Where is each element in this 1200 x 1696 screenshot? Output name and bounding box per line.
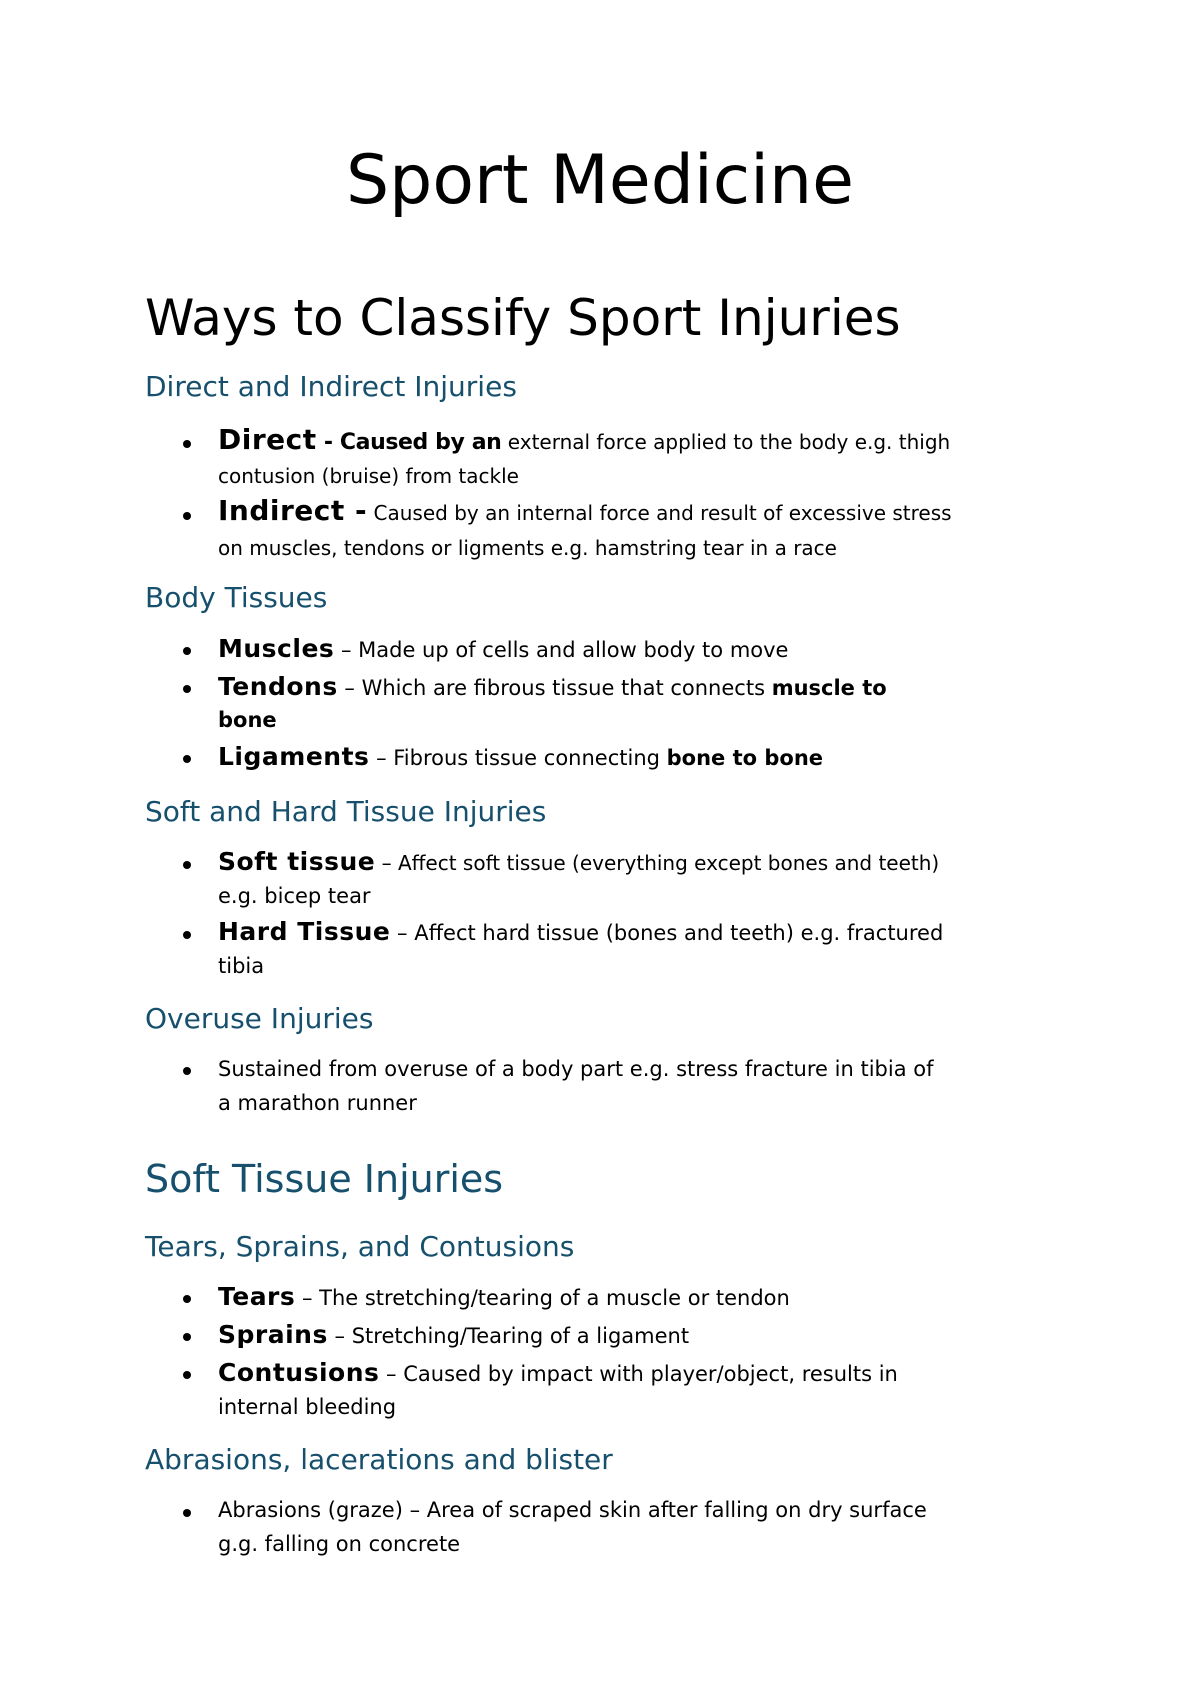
bullet-icon: [183, 755, 191, 763]
list-item-abrasions-cont: g.g. falling on concrete: [218, 1532, 461, 1556]
list-item-tendons: Tendons – Which are fibrous tissue that …: [218, 672, 887, 701]
item-label: Sprains: [218, 1320, 328, 1349]
bullet-icon: [183, 512, 191, 520]
bullet-icon: [183, 931, 191, 939]
list-item-ligaments: Ligaments – Fibrous tissue connecting bo…: [218, 742, 824, 771]
item-label: Muscles: [218, 634, 335, 663]
list-item-contusions-cont: internal bleeding: [218, 1395, 397, 1419]
item-label: Soft tissue: [218, 847, 376, 876]
item-label: Ligaments: [218, 742, 370, 771]
list-item-soft-tissue-cont: e.g. bicep tear: [218, 884, 371, 908]
bullet-icon: [183, 647, 191, 655]
item-label: Hard Tissue: [218, 917, 391, 946]
item-label: Direct: [218, 423, 317, 456]
bullet-icon: [183, 1067, 191, 1075]
bullet-icon: [183, 1295, 191, 1303]
list-item-overuse-cont: a marathon runner: [218, 1091, 417, 1115]
list-item-tendons-cont: bone: [218, 708, 277, 732]
document-title: Sport Medicine: [346, 141, 854, 220]
list-item-direct: Direct - Caused by an external force app…: [218, 423, 951, 456]
list-item-muscles: Muscles – Made up of cells and allow bod…: [218, 634, 789, 663]
bullet-icon: [183, 440, 191, 448]
list-item-contusions: Contusions – Caused by impact with playe…: [218, 1358, 898, 1387]
item-label: Tendons: [218, 672, 338, 701]
list-item-hard-tissue: Hard Tissue – Affect hard tissue (bones …: [218, 917, 944, 946]
subsection-heading-abrasions: Abrasions, lacerations and blister: [145, 1443, 613, 1476]
bullet-icon: [183, 685, 191, 693]
item-label: Indirect -: [218, 494, 368, 527]
bullet-icon: [183, 861, 191, 869]
list-item-indirect: Indirect - Caused by an internal force a…: [218, 494, 952, 527]
list-item-soft-tissue: Soft tissue – Affect soft tissue (everyt…: [218, 847, 940, 876]
item-label: Tears: [218, 1282, 296, 1311]
subsection-heading-tears-sprains: Tears, Sprains, and Contusions: [145, 1230, 575, 1263]
list-item-hard-tissue-cont: tibia: [218, 954, 265, 978]
list-item-overuse: Sustained from overuse of a body part e.…: [218, 1057, 934, 1081]
subsection-heading-soft-hard: Soft and Hard Tissue Injuries: [145, 795, 547, 828]
subsection-heading-overuse: Overuse Injuries: [145, 1002, 374, 1035]
subsection-heading-body-tissues: Body Tissues: [145, 581, 328, 614]
bullet-icon: [183, 1371, 191, 1379]
item-label: Contusions: [218, 1358, 380, 1387]
section-heading-soft-tissue-injuries: Soft Tissue Injuries: [145, 1157, 504, 1201]
list-item-sprains: Sprains – Stretching/Tearing of a ligame…: [218, 1320, 690, 1349]
list-item-tears: Tears – The stretching/tearing of a musc…: [218, 1282, 790, 1311]
subsection-heading-direct-indirect: Direct and Indirect Injuries: [145, 370, 517, 403]
section-heading-classify: Ways to Classify Sport Injuries: [145, 289, 901, 347]
bullet-icon: [183, 1509, 191, 1517]
list-item-direct-cont: contusion (bruise) from tackle: [218, 464, 519, 488]
list-item-abrasions: Abrasions (graze) – Area of scraped skin…: [218, 1498, 927, 1522]
list-item-indirect-cont: on muscles, tendons or ligments e.g. ham…: [218, 536, 837, 560]
bullet-icon: [183, 1333, 191, 1341]
